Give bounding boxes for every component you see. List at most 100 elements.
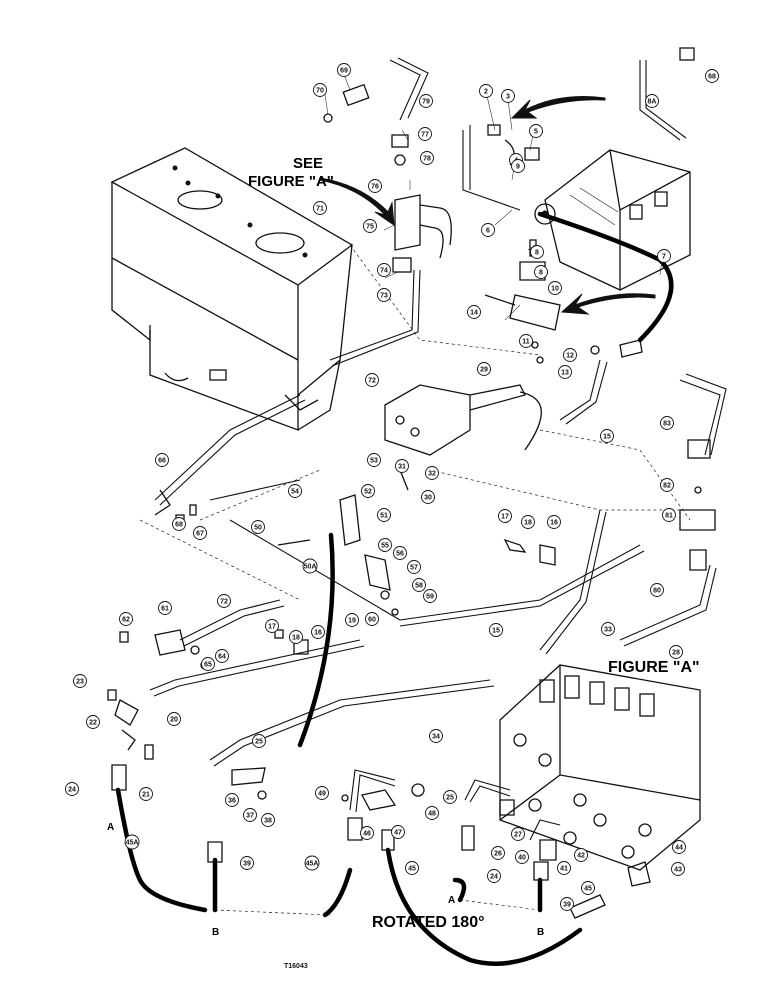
hydraulic-tank: [110, 147, 354, 431]
hose-end-a-right: A: [448, 895, 455, 906]
callout-circle: [395, 459, 409, 473]
callout-26: 26: [491, 846, 505, 860]
callout-circle: [529, 124, 543, 138]
callout-76: 76: [368, 179, 382, 193]
callout-circle: [240, 856, 254, 870]
callout-circle: [315, 786, 329, 800]
callout-circle: [407, 560, 421, 574]
callout-number: 75: [366, 224, 374, 231]
callout-number: 18: [524, 520, 532, 527]
callout-circle: [491, 846, 505, 860]
callout-number: 16: [314, 630, 322, 637]
callout-number: 50: [254, 525, 262, 532]
hose-end-b-left: B: [212, 927, 219, 938]
callout-number: 74: [380, 268, 388, 275]
callout-8: 8: [530, 245, 544, 259]
callout-number: 27: [514, 832, 522, 839]
callout-number: 56: [396, 551, 404, 558]
fittings: [107, 47, 716, 919]
callout-number: 81: [665, 513, 673, 520]
callout-24: 24: [487, 869, 501, 883]
callout-circle: [201, 657, 215, 671]
see-label: SEE: [293, 155, 323, 172]
callout-circle: [521, 515, 535, 529]
callout-circle: [377, 288, 391, 302]
callout-number: 53: [370, 458, 378, 465]
callout-53: 53: [367, 453, 381, 467]
callout-41: 41: [557, 861, 571, 875]
callout-number: 16: [550, 520, 558, 527]
loader-valve: [384, 384, 542, 456]
callout-72: 72: [217, 594, 231, 608]
callout-15: 15: [489, 623, 503, 637]
callout-21: 21: [139, 787, 153, 801]
callout-circle: [548, 281, 562, 295]
diverter-block: [394, 194, 452, 259]
callout-80: 80: [650, 583, 664, 597]
callout-circle: [313, 201, 327, 215]
connection-lines: [139, 244, 691, 916]
callout-48: 48: [425, 806, 439, 820]
callout-number: 2: [484, 89, 488, 96]
callout-number: 9: [516, 164, 520, 171]
callout-number: 34: [432, 734, 440, 741]
callout-circle: [660, 416, 674, 430]
callout-number: 70: [316, 88, 324, 95]
callout-59: 59: [423, 589, 437, 603]
callout-circle: [662, 508, 676, 522]
callout-31: 31: [395, 459, 409, 473]
callout-circle: [645, 94, 659, 108]
callout-number: 44: [675, 845, 683, 852]
callout-45a: 45A: [124, 834, 140, 850]
callout-number: 72: [368, 378, 376, 385]
callout-circle: [650, 583, 664, 597]
callout-number: 8A: [648, 99, 657, 106]
callout-circle: [511, 159, 525, 173]
callout-number: 77: [421, 132, 429, 139]
callout-40: 40: [515, 850, 529, 864]
callout-circle: [311, 625, 325, 639]
callout-75: 75: [363, 219, 377, 233]
callout-37: 37: [243, 808, 257, 822]
callout-number: 45: [584, 886, 592, 893]
callout-number: 12: [566, 353, 574, 360]
callout-circle: [421, 490, 435, 504]
callout-62: 62: [119, 612, 133, 626]
callout-24: 24: [65, 782, 79, 796]
callout-circle: [671, 862, 685, 876]
callout-34: 34: [429, 729, 443, 743]
callout-73: 73: [377, 288, 391, 302]
callout-circle: [367, 453, 381, 467]
callout-57: 57: [407, 560, 421, 574]
callout-33: 33: [601, 622, 615, 636]
callout-number: 39: [243, 861, 251, 868]
callout-2: 2: [479, 84, 493, 98]
callout-circle: [487, 869, 501, 883]
callout-circle: [73, 674, 87, 688]
callout-circle: [547, 515, 561, 529]
callout-circle: [193, 526, 207, 540]
callout-number: 55: [381, 543, 389, 550]
callout-46: 46: [360, 826, 374, 840]
callout-14: 14: [467, 305, 481, 319]
figure-a-label: FIGURE "A": [608, 659, 700, 676]
callout-circle: [345, 613, 359, 627]
callout-circle: [361, 484, 375, 498]
callout-circle: [600, 429, 614, 443]
callout-circle: [217, 594, 231, 608]
callout-number: 14: [470, 310, 478, 317]
callout-17: 17: [265, 619, 279, 633]
callout-circle: [489, 623, 503, 637]
callout-12: 12: [563, 348, 577, 362]
callout-circle: [365, 612, 379, 626]
callout-78: 78: [420, 151, 434, 165]
callout-number: 42: [577, 853, 585, 860]
callout-20: 20: [167, 712, 181, 726]
callout-circle: [337, 63, 351, 77]
callout-circle: [657, 249, 671, 263]
callout-16: 16: [311, 625, 325, 639]
callout-18: 18: [521, 515, 535, 529]
callout-number: 57: [410, 565, 418, 572]
callout-circle: [119, 612, 133, 626]
callout-number: 59: [426, 594, 434, 601]
